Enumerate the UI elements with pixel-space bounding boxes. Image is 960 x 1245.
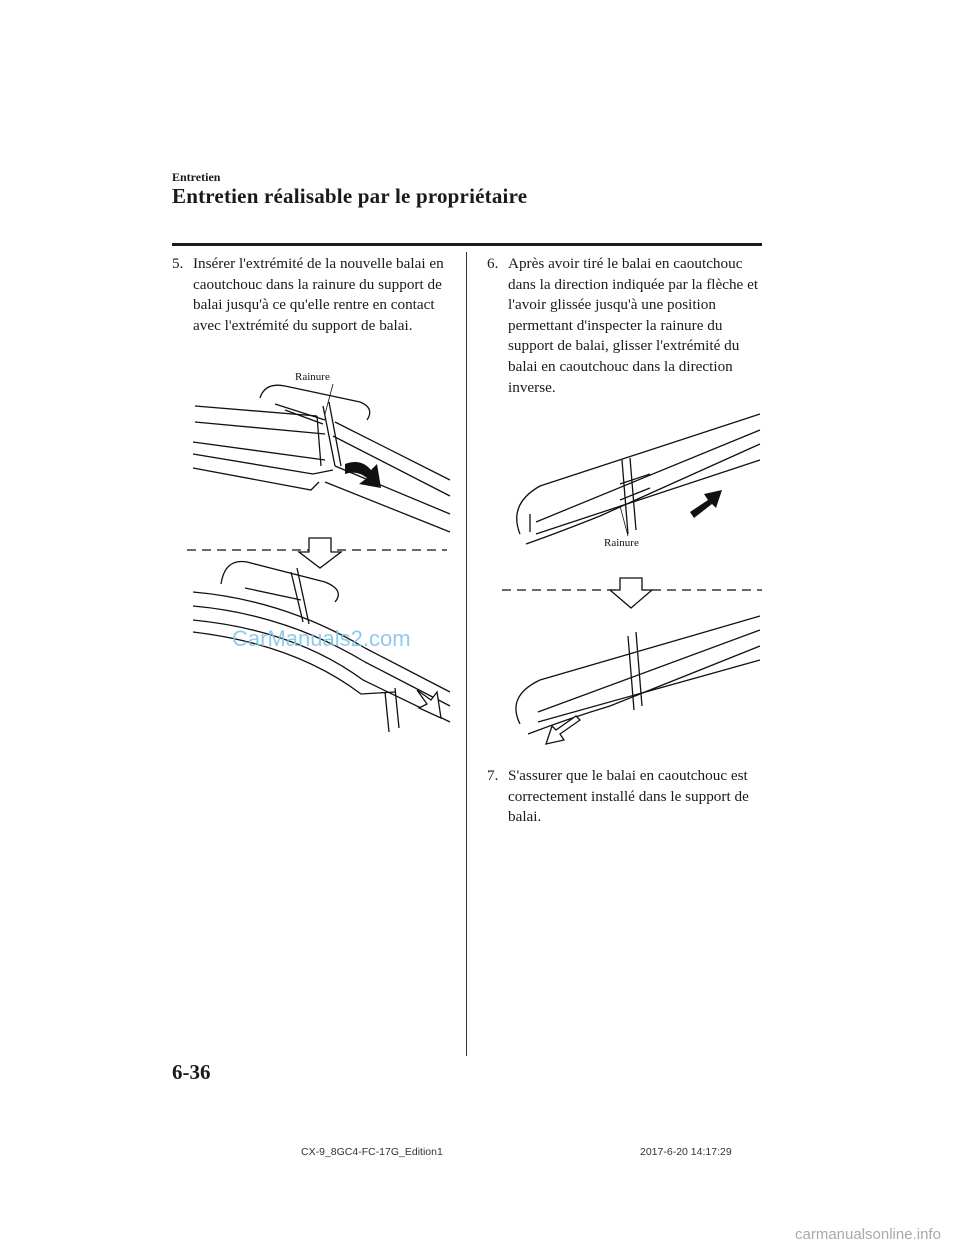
step-text: Après avoir tiré le balai en caoutchouc … (508, 255, 759, 396)
watermark: CarManuals2.com (232, 626, 411, 651)
step-number: 6. (487, 255, 499, 272)
arrow-icon (690, 490, 722, 518)
arrow-icon (416, 689, 442, 720)
step-text: S'assurer que le balai en caoutchouc est… (508, 767, 749, 826)
down-arrow-icon (608, 577, 654, 609)
section-label: Entretien (172, 170, 221, 184)
title-rule (172, 243, 762, 246)
print-timestamp: 2017-6-20 14:17:29 (640, 1146, 732, 1158)
step-number: 7. (487, 767, 499, 784)
step-6: 6. Après avoir tiré le balai en caoutcho… (487, 254, 769, 398)
arrow-icon (345, 462, 381, 488)
step-7: 7. S'assurer que le balai en caoutchouc … (487, 766, 757, 828)
site-watermark: carmanualsonline.info (795, 1226, 941, 1243)
step-5: 5. Insérer l'extrémité de la nouvelle ba… (172, 254, 452, 336)
page-number: 6-36 (172, 1060, 211, 1084)
groove-label: Rainure (604, 537, 639, 549)
column-divider (466, 252, 467, 1056)
step-number: 5. (172, 255, 184, 272)
down-arrow-icon (297, 537, 343, 569)
wiper-insert-illustration: Rainure (187, 371, 451, 733)
groove-label: Rainure (295, 371, 330, 383)
arrow-icon (545, 715, 582, 745)
page-title: Entretien réalisable par le propriétaire (172, 184, 528, 208)
wiper-slide-illustration: Rainure (502, 413, 762, 745)
step-text: Insérer l'extrémité de la nouvelle balai… (193, 255, 444, 334)
document-id: CX-9_8GC4-FC-17G_Edition1 (301, 1146, 443, 1158)
